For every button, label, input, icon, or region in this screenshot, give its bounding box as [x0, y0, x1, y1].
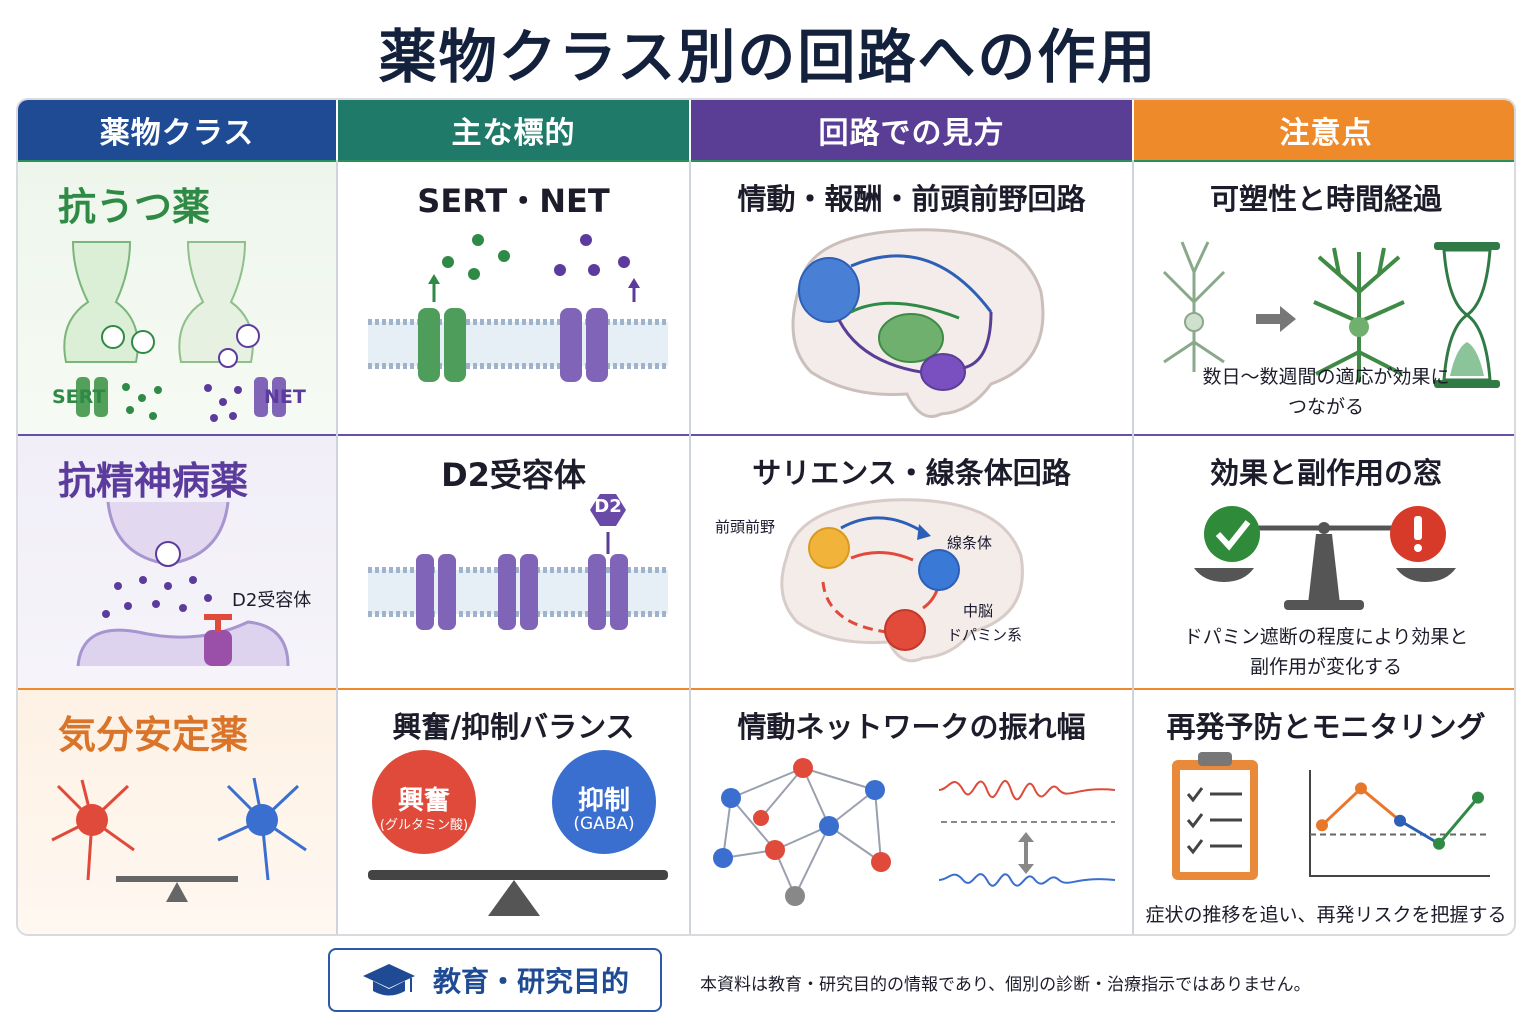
- drug-class-label: 抗うつ薬: [58, 185, 211, 229]
- circuit-title: 情動ネットワークの振れ幅: [737, 710, 1086, 744]
- d2-badge: D2: [594, 496, 622, 517]
- synapse-icon: [63, 241, 286, 422]
- excite-label: 興奮: [397, 786, 450, 816]
- chart-point: [1433, 837, 1445, 850]
- chart-point: [1394, 814, 1406, 827]
- hourglass-icon: [1434, 242, 1500, 388]
- disclaimer: 本資料は教育・研究目的の情報であり、個別の診断・治療指示ではありません。: [700, 975, 1311, 995]
- net-label: NET: [264, 386, 306, 408]
- membrane-transporter-icon: [368, 234, 668, 382]
- caution-title: 効果と副作用の窓: [1209, 456, 1442, 490]
- caution-note: 症状の推移を追い、再発リスクを把握する: [1145, 904, 1507, 926]
- balance-scale-icon: [1194, 506, 1456, 610]
- row-divider: [18, 688, 1514, 690]
- chart-line-segment: [1399, 819, 1440, 846]
- neuron-icon: [51, 777, 307, 902]
- wave-icon: [938, 780, 1116, 887]
- network-icon: [713, 758, 1116, 906]
- cell-mood-stabilizer-target: 興奮/抑制バランス 興奮 (グルタミン酸) 抑制 (GABA): [338, 690, 689, 934]
- header-circuit-view: 回路での見方: [691, 100, 1132, 160]
- arrow-right-icon: [1256, 306, 1296, 332]
- seesaw-icon: [368, 750, 668, 916]
- chart-line-segment: [1320, 787, 1363, 827]
- line-chart-icon: [1309, 770, 1490, 877]
- brain-icon: [780, 498, 1024, 663]
- drug-class-table: 薬物クラス 主な標的 回路での見方 注意点 抗うつ薬 SERT NE: [16, 98, 1516, 936]
- chart-point: [1355, 782, 1367, 795]
- row-divider: [18, 160, 1514, 162]
- brain-icon: [791, 228, 1045, 418]
- header-caution: 注意点: [1134, 100, 1514, 160]
- education-badge: 教育・研究目的: [328, 948, 662, 1012]
- cell-antipsychotic-circuit: サリエンス・線条体回路 前頭前野 線条体 中脳 ドパミン系: [691, 436, 1132, 688]
- target-title: D2受容体: [441, 456, 586, 494]
- column-divider: [336, 160, 338, 934]
- caution-title: 再発予防とモニタリング: [1166, 710, 1486, 744]
- cell-antipsychotic-target: D2受容体 D2: [338, 436, 689, 688]
- glutamate-label: (グルタミン酸): [379, 818, 469, 833]
- column-divider: [1132, 160, 1134, 934]
- chart-line-segment: [1360, 787, 1401, 822]
- seesaw-icon: [116, 876, 238, 902]
- chart-point: [1472, 791, 1484, 804]
- drug-class-label: 気分安定薬: [58, 713, 249, 757]
- membrane-receptor-icon: [368, 494, 668, 630]
- caution-note: ドパミン遮断の程度により効果と 副作用が変化する: [1183, 626, 1469, 678]
- chart-point: [1316, 819, 1328, 832]
- dopamine-system-label: ドパミン系: [947, 626, 1023, 644]
- chart-line-segment: [1437, 796, 1480, 845]
- graduation-cap-icon: [362, 964, 415, 996]
- gaba-label: (GABA): [573, 814, 635, 834]
- check-icon: [1204, 506, 1260, 562]
- caution-title: 可塑性と時間経過: [1209, 182, 1442, 216]
- caution-note: 数日〜数週間の適応が効果に つながる: [1202, 366, 1450, 418]
- prefrontal-label: 前頭前野: [715, 518, 776, 536]
- drug-class-label: 抗精神病薬: [58, 459, 249, 503]
- chart-axis: [1309, 770, 1490, 877]
- striatum-label: 線条体: [947, 534, 993, 552]
- synapse-icon: [76, 501, 290, 667]
- inhibit-label: 抑制: [577, 786, 630, 816]
- midbrain-label: 中脳: [963, 602, 994, 620]
- receptor-icon: [204, 630, 232, 666]
- cell-mood-stabilizer-circuit: 情動ネットワークの振れ幅: [691, 690, 1132, 934]
- cell-mood-stabilizer-caution: 再発予防とモニタリング 症状の推移を追い、再発リスクを把握する: [1134, 690, 1514, 934]
- cell-antidepressant-caution: 可塑性と時間経過: [1134, 162, 1514, 434]
- page-title: 薬物クラス別の回路への作用: [378, 23, 1158, 91]
- target-title: 興奮/抑制バランス: [392, 710, 635, 744]
- cell-antipsychotic-caution: 効果と副作用の窓 ドパミン遮断の程度により効果と 副作用が変化する: [1134, 436, 1514, 688]
- cell-mood-stabilizer-class: 気分安定薬: [18, 690, 336, 934]
- exclamation-icon: [1390, 506, 1446, 562]
- circuit-title: サリエンス・線条体回路: [752, 456, 1071, 490]
- badge-label: 教育・研究目的: [432, 965, 629, 998]
- cell-antipsychotic-class: 抗精神病薬 D2受容体: [18, 436, 336, 688]
- clipboard-icon: [1172, 752, 1258, 880]
- header-drug-class: 薬物クラス: [18, 100, 336, 160]
- row-divider: [18, 434, 1514, 436]
- header-target: 主な標的: [338, 100, 689, 160]
- cell-antidepressant-circuit: 情動・報酬・前頭前野回路: [691, 162, 1132, 434]
- cell-antidepressant-class: 抗うつ薬 SERT NET: [18, 162, 336, 434]
- cell-antidepressant-target: SERT・NET: [338, 162, 689, 434]
- d2-receptor-label: D2受容体: [232, 590, 312, 611]
- circuit-title: 情動・報酬・前頭前野回路: [737, 182, 1086, 216]
- neuron-icon: [1162, 241, 1500, 388]
- column-divider: [689, 160, 691, 934]
- target-title: SERT・NET: [417, 182, 610, 220]
- sert-label: SERT: [52, 386, 106, 408]
